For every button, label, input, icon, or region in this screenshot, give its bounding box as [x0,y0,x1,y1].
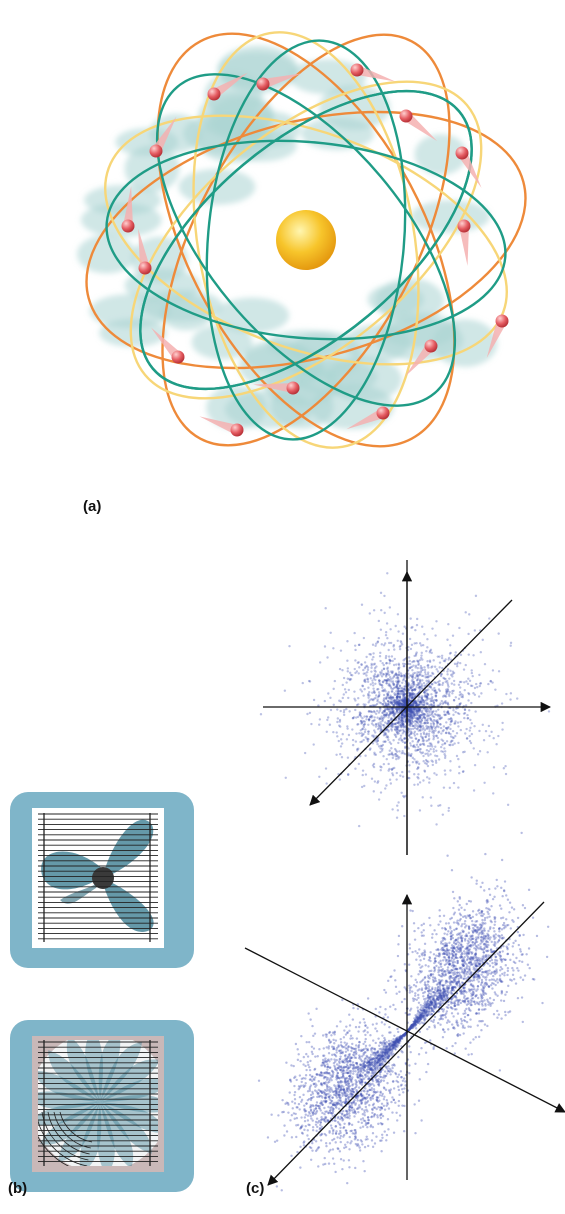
s-axis-y [309,599,513,806]
orbit-ring [105,139,507,341]
panel-label-a: (a) [83,498,102,515]
electron-trail [459,225,469,266]
electron-trail [261,73,302,89]
electron [171,350,185,364]
electron [286,381,300,395]
electron-trail [151,116,177,154]
electron-trail [253,383,294,393]
s-orbital-icon [259,560,552,855]
electron-trail [211,72,248,99]
electron-trail [199,416,239,435]
orbit-ring [155,73,457,407]
orbit-ring [129,80,483,400]
orbit-ring [205,39,407,441]
panel-label-c: (c) [246,1180,265,1197]
fan-still-icon [10,792,194,968]
fan-diagram [10,792,194,1192]
atom-diagram [76,31,527,449]
p-orbital-icon [244,831,565,1192]
electron-trail [355,65,396,82]
electron [230,423,244,437]
electron [207,87,221,101]
panel-label-b: (b) [8,1180,28,1197]
electron [495,314,509,328]
nucleus [276,210,336,270]
electron-trail [123,186,133,227]
electron [376,406,390,420]
electron-trail [486,319,507,358]
orbit-ring [161,33,451,447]
electron-group [121,63,509,437]
p-axis-x [244,947,565,1113]
electron [399,109,413,123]
electron-trail [346,408,386,430]
electron [350,63,364,77]
electron [121,219,135,233]
orbit-ring [85,110,527,370]
electron [149,144,163,158]
electron [256,77,270,91]
orbit-group [85,31,527,449]
electron [457,219,471,233]
electron-trail [138,228,150,269]
orbital-diagram [244,560,565,1192]
orbit-ring [139,89,473,391]
electron [424,339,438,353]
electron [138,261,152,275]
electron [455,146,469,160]
orbit-ring [156,32,456,448]
p-axis-y [267,901,545,1186]
fan-spinning-icon [10,1020,194,1192]
electron-trail [457,150,482,188]
